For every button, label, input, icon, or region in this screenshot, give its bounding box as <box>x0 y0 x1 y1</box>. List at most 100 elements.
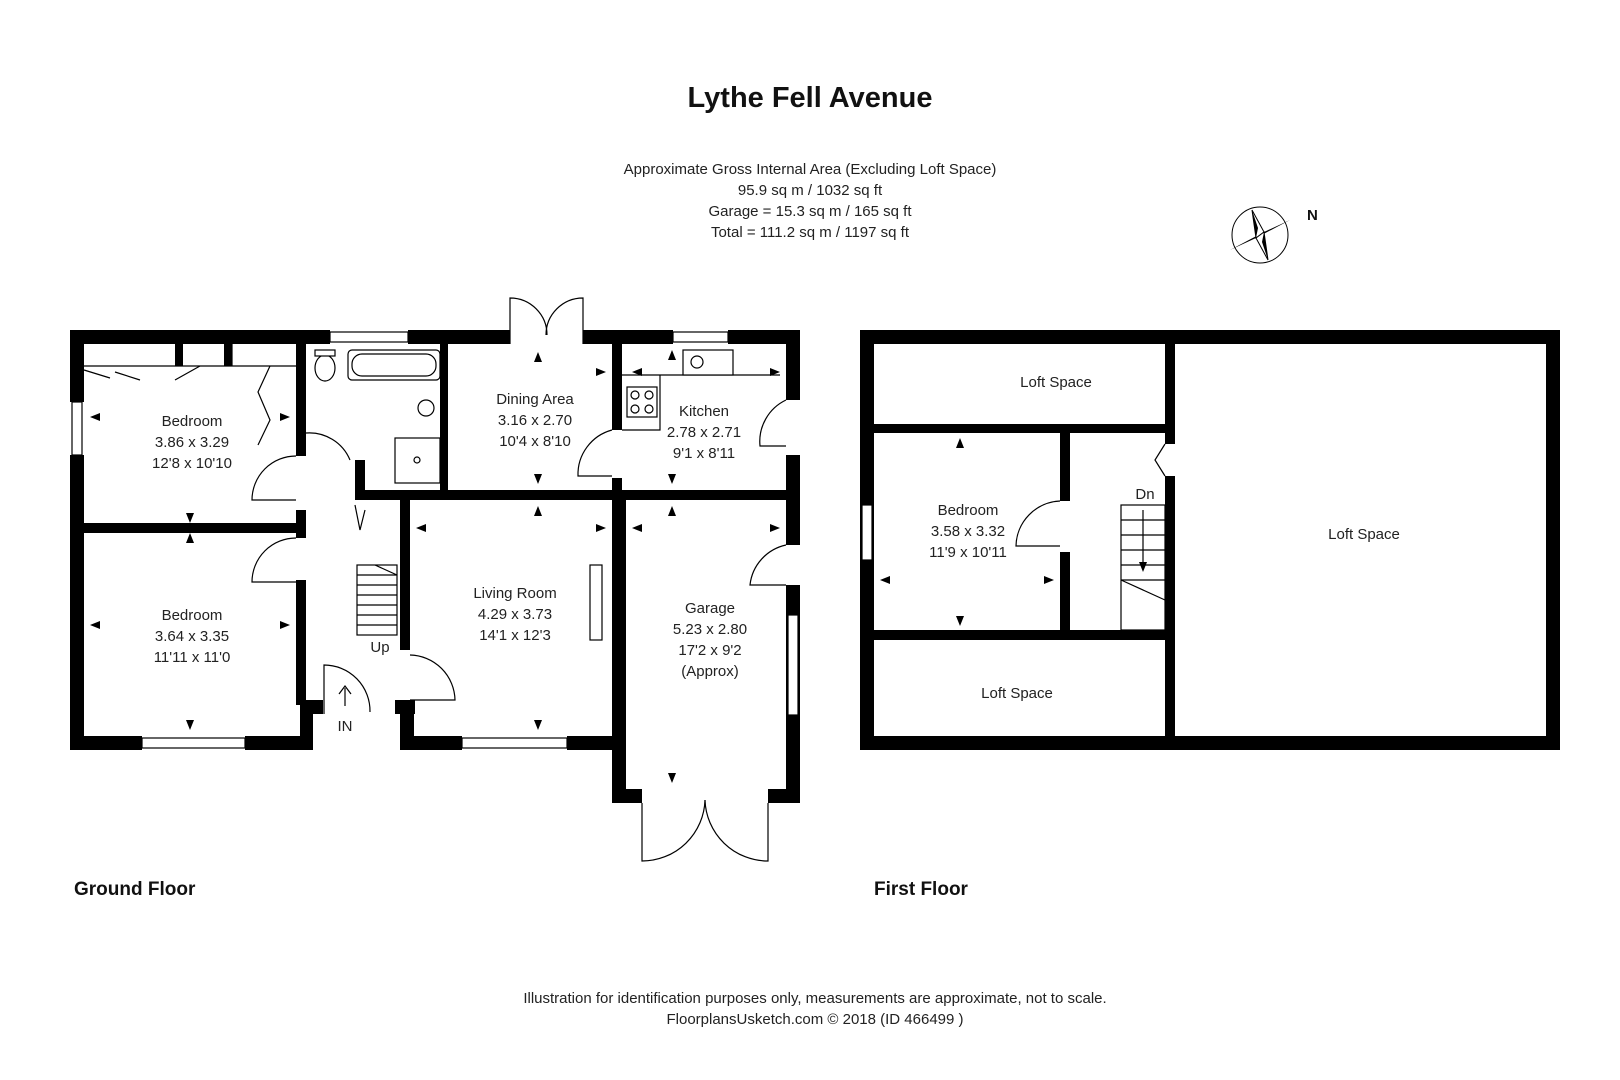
staircase-icon <box>356 564 398 636</box>
door-swing-icon <box>749 544 787 586</box>
wall <box>860 330 1560 344</box>
wall <box>355 460 365 490</box>
wall <box>1060 433 1070 501</box>
disclaimer-text: Illustration for identification purposes… <box>523 990 1106 1007</box>
first-floor-label: First Floor <box>874 879 969 900</box>
toilet-icon <box>314 349 336 357</box>
window <box>461 737 568 749</box>
wall <box>296 580 306 705</box>
bedroom-1-metric: 3.86 x 3.29 <box>155 434 229 451</box>
patio-door-icon <box>509 297 548 344</box>
wall <box>786 330 800 400</box>
door-swing-icon <box>409 654 456 701</box>
dining-area-name: Dining Area <box>496 391 574 408</box>
bath-icon <box>351 353 437 377</box>
kitchen-counter <box>622 375 661 431</box>
window <box>861 504 873 561</box>
first-floor-bedroom-name: Bedroom <box>938 502 999 519</box>
wall <box>313 700 323 714</box>
first-floor-bedroom-metric: 3.58 x 3.32 <box>931 523 1005 540</box>
window <box>787 614 799 716</box>
window <box>672 331 729 343</box>
wall <box>296 344 306 456</box>
stairs-up-label: Up <box>370 639 389 656</box>
garage-door-icon <box>641 799 706 862</box>
window <box>141 737 246 749</box>
kitchen-imperial: 9'1 x 8'11 <box>673 445 735 462</box>
wall <box>1165 344 1175 444</box>
hob-icon <box>630 404 640 414</box>
wall <box>245 736 313 750</box>
door-swing-icon <box>354 504 366 531</box>
door-swing-icon <box>1154 443 1166 477</box>
door-swing-icon <box>1015 500 1061 547</box>
entrance-label: IN <box>338 718 353 735</box>
wall <box>728 330 800 344</box>
basin-icon <box>417 399 435 417</box>
wall <box>70 330 300 344</box>
door-swing-icon <box>251 455 297 501</box>
wall <box>612 495 626 803</box>
wall <box>70 455 84 750</box>
garage-name: Garage <box>685 600 735 617</box>
wall <box>567 736 617 750</box>
garage-imperial: 17'2 x 9'2 <box>678 642 741 659</box>
garage-area-value: Garage = 15.3 sq m / 165 sq ft <box>708 203 912 220</box>
living-room-metric: 4.29 x 3.73 <box>478 606 552 623</box>
wall <box>400 490 410 650</box>
stairs-down-label: Dn <box>1135 486 1154 503</box>
sink-icon <box>690 355 704 369</box>
living-room-name: Living Room <box>473 585 556 602</box>
wall <box>612 789 642 803</box>
toilet-icon <box>314 354 336 382</box>
compass-rose-icon <box>1230 206 1290 264</box>
first-floor-bedroom-imperial: 11'9 x 10'11 <box>929 544 1007 561</box>
hob-icon <box>630 390 640 400</box>
wall <box>612 344 622 430</box>
garage-door-icon <box>704 799 769 862</box>
wall <box>1546 330 1560 750</box>
bedroom-2-name: Bedroom <box>162 607 223 624</box>
door-swing-icon <box>577 429 613 477</box>
wall <box>355 490 620 500</box>
copyright-text: FloorplansUsketch.com © 2018 (ID 466499 … <box>666 1011 963 1028</box>
wall <box>84 523 304 533</box>
wall <box>296 510 306 538</box>
bedroom-2-metric: 3.64 x 3.35 <box>155 628 229 645</box>
wall <box>583 330 673 344</box>
wall <box>70 736 142 750</box>
living-room-imperial: 14'1 x 12'3 <box>479 627 551 644</box>
bedroom-1-imperial: 12'8 x 10'10 <box>152 455 232 472</box>
front-door-swing-icon <box>323 664 371 714</box>
shower-drain-icon <box>413 456 421 464</box>
wall <box>1060 552 1070 634</box>
staircase-icon <box>1120 504 1166 631</box>
wall <box>400 736 462 750</box>
ground-floor-label: Ground Floor <box>74 879 196 900</box>
window <box>71 401 83 456</box>
door-swing-icon <box>251 537 297 583</box>
hob-icon <box>644 404 654 414</box>
wall <box>300 330 330 344</box>
wall <box>300 700 313 750</box>
shower-icon <box>394 437 441 484</box>
wall <box>224 344 232 366</box>
wall <box>860 736 1560 750</box>
bedroom-2-imperial: 11'11 x 11'0 <box>154 649 231 666</box>
patio-door-icon <box>545 297 584 344</box>
wall <box>612 478 622 500</box>
total-area-value: Total = 111.2 sq m / 1197 sq ft <box>711 224 910 241</box>
loft-space-bottom-label: Loft Space <box>981 685 1053 702</box>
dining-area-metric: 3.16 x 2.70 <box>498 412 572 429</box>
door-swing-icon <box>759 399 787 447</box>
wardrobe-door-icon <box>83 365 201 381</box>
wardrobe-door-icon <box>257 365 271 446</box>
garage-note: (Approx) <box>681 663 739 680</box>
door-swing-icon <box>305 432 351 461</box>
hob-icon <box>626 386 658 418</box>
ground-floor-plan: Bedroom 3.86 x 3.29 12'8 x 10'10 Bedroom… <box>70 297 800 900</box>
dimension-markers <box>90 350 780 783</box>
wall <box>1165 476 1175 740</box>
loft-space-top-label: Loft Space <box>1020 374 1092 391</box>
